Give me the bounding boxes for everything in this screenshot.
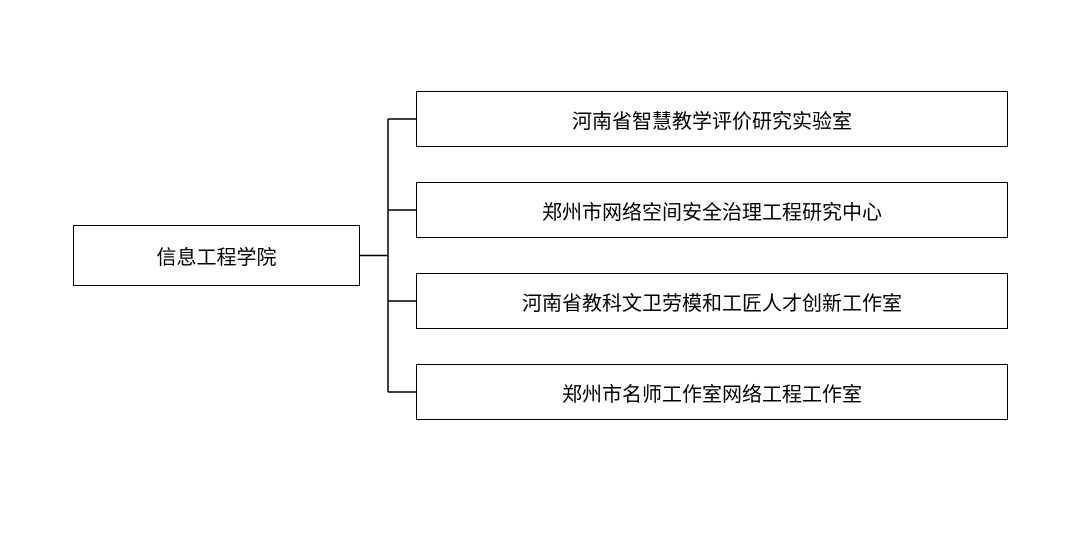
child-node-box: 河南省智慧教学评价研究实验室 (416, 91, 1008, 147)
child-node-label: 郑州市名师工作室网络工程工作室 (562, 381, 862, 406)
root-node-label: 信息工程学院 (156, 245, 277, 269)
child-node-box: 郑州市网络空间安全治理工程研究中心 (416, 182, 1008, 238)
child-node-label: 河南省教科文卫劳模和工匠人才创新工作室 (522, 290, 902, 315)
child-node-box: 河南省教科文卫劳模和工匠人才创新工作室 (416, 273, 1008, 329)
child-node-label: 河南省智慧教学评价研究实验室 (572, 108, 852, 133)
child-node-label: 郑州市网络空间安全治理工程研究中心 (542, 199, 882, 224)
child-node-box: 郑州市名师工作室网络工程工作室 (416, 364, 1008, 420)
root-node-box: 信息工程学院 (73, 225, 360, 286)
